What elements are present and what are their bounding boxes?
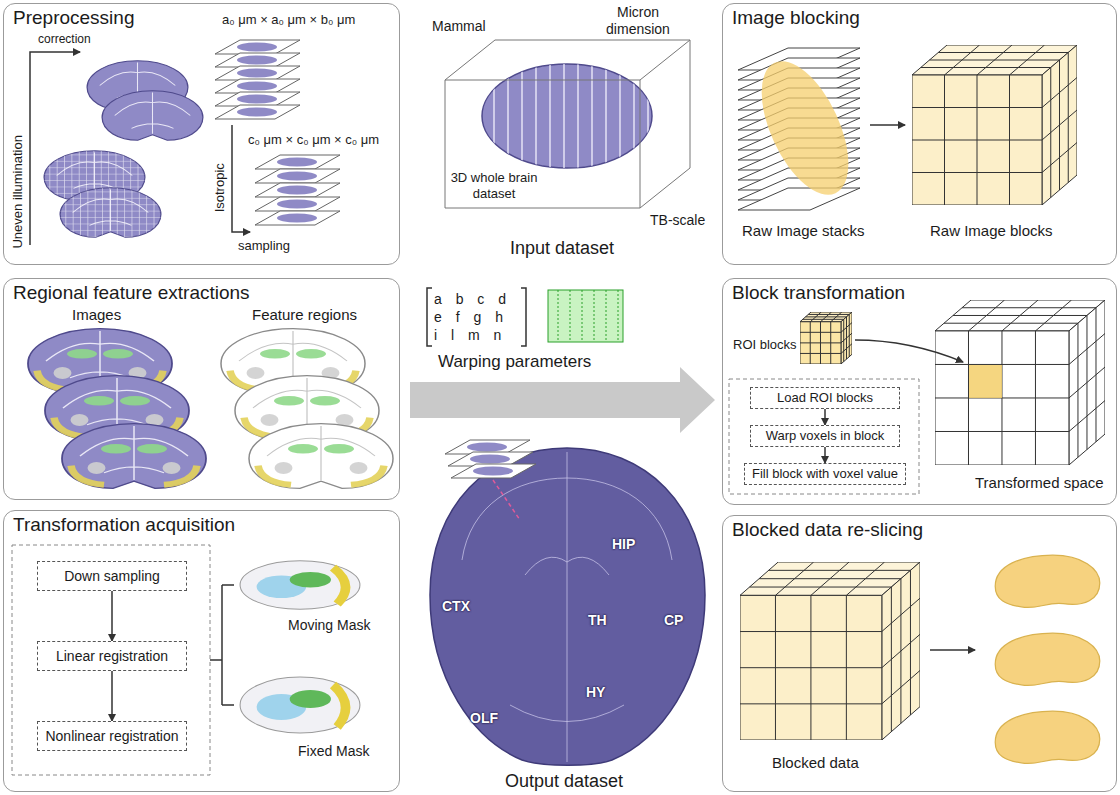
annotation-label: Transformed space — [975, 474, 1104, 492]
output-dataset-art — [430, 440, 705, 765]
process-box: Load ROI blocks — [750, 387, 900, 409]
annotation-label: Feature regions — [252, 306, 357, 324]
step-label: Load ROI blocks — [777, 390, 873, 406]
annotation-label: e f g h — [434, 309, 508, 326]
annotation-label: Output dataset — [505, 771, 623, 793]
panel-title: Blocked data re-slicing — [732, 519, 923, 542]
annotation-label: Uneven illumination — [9, 135, 25, 248]
annotation-label: Mammal — [432, 18, 486, 35]
annotation-label: TB-scale — [650, 212, 705, 229]
section-panel: Blocked data re-slicing — [722, 515, 1117, 792]
annotation-label: 3D whole brain dataset — [448, 170, 540, 201]
annotation-label: correction — [38, 32, 91, 46]
panel-title: Block transformation — [732, 282, 905, 305]
process-box: Fill block with voxel value — [744, 463, 906, 485]
annotation-label: sampling — [238, 238, 290, 254]
flow-arrow — [111, 671, 113, 721]
feature-art — [28, 329, 393, 489]
annotation-label: a b c d — [434, 291, 511, 308]
annotation-label: Warping parameters — [438, 352, 591, 372]
annotation-label: Images — [72, 306, 121, 324]
panel-title: Image blocking — [732, 7, 860, 30]
region-label: HY — [586, 684, 605, 701]
transformation-art — [12, 545, 360, 775]
annotation-label: Moving Mask — [288, 617, 370, 634]
annotation-label: i l m n — [434, 327, 506, 344]
annotation-label: Isotropic — [211, 163, 227, 212]
process-box: Down sampling — [37, 561, 187, 591]
panel-title: Regional feature extractions — [13, 282, 250, 305]
step-label: Nonlinear registration — [45, 728, 178, 745]
panel-title: Transformation acquisition — [13, 514, 235, 537]
region-label: CP — [664, 612, 683, 629]
block-transformation-art — [729, 300, 1105, 494]
step-label: Down sampling — [64, 568, 160, 585]
region-label: HIP — [612, 536, 635, 553]
annotation-label: Raw Image blocks — [930, 222, 1053, 240]
section-panel: Block transformationLoad ROI blocksWarp … — [722, 278, 1117, 505]
step-label: Linear registration — [56, 648, 168, 665]
flow-arrow — [824, 409, 826, 425]
flow-arrow — [824, 447, 826, 463]
process-box: Warp voxels in block — [750, 425, 900, 447]
input-dataset-art — [445, 40, 690, 208]
region-label: TH — [588, 612, 607, 629]
annotation-label: Raw Image stacks — [742, 222, 865, 240]
annotation-label: c₀ μm × c₀ μm × c₀ μm — [248, 132, 379, 148]
step-label: Fill block with voxel value — [752, 466, 898, 482]
annotation-label: Blocked data — [772, 754, 859, 772]
panel-title: Preprocessing — [13, 7, 134, 30]
annotation-label: a₀ μm × a₀ μm × b₀ μm — [222, 12, 355, 28]
flow-arrow — [111, 591, 113, 641]
annotation-label: ROI blocks — [733, 337, 797, 353]
annotation-label: Input dataset — [510, 238, 614, 260]
warping-art — [410, 288, 715, 433]
region-label: CTX — [442, 598, 470, 615]
step-label: Warp voxels in block — [766, 428, 885, 444]
process-box: Nonlinear registration — [37, 721, 187, 751]
annotation-label: Fixed Mask — [298, 743, 370, 760]
process-box: Linear registration — [37, 641, 187, 671]
annotation-label: Micron dimension — [598, 4, 678, 38]
image-blocking-art — [738, 45, 1077, 210]
region-label: OLF — [470, 710, 498, 727]
reslicing-art — [740, 555, 1100, 763]
